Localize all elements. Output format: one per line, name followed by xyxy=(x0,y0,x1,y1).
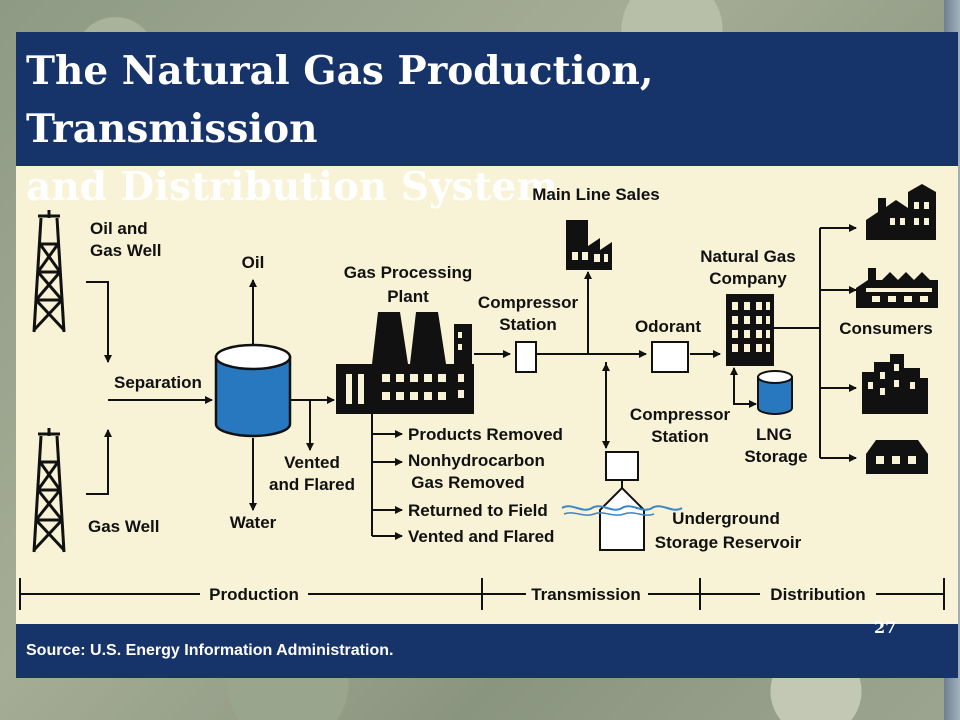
label-gas-processing-2: Plant xyxy=(387,287,429,306)
label-oil: Oil xyxy=(242,253,265,272)
stage-transmission: Transmission xyxy=(531,585,641,604)
label-main-line-sales: Main Line Sales xyxy=(532,185,660,204)
label-oil-gas-well-2: Gas Well xyxy=(90,241,162,260)
well-flow-lines xyxy=(86,281,213,495)
oil-derrick-icon xyxy=(32,210,66,333)
title-line-1: The Natural Gas Production, Transmission xyxy=(26,48,654,152)
label-water: Water xyxy=(230,513,277,532)
label-separation: Separation xyxy=(114,373,202,392)
label-compressor-2-1: Compressor xyxy=(630,405,731,424)
label-natural-gas-company-2: Company xyxy=(709,269,787,288)
label-underground-2: Storage Reservoir xyxy=(655,533,802,552)
underground-reservoir-icon xyxy=(561,486,683,551)
label-gas-processing-1: Gas Processing xyxy=(344,263,473,282)
tank-flow-lines xyxy=(249,279,335,511)
label-nonhydrocarbon-2: Gas Removed xyxy=(411,473,524,492)
lng-tank-icon xyxy=(757,370,793,415)
label-odorant: Odorant xyxy=(635,317,701,336)
label-consumers: Consumers xyxy=(839,319,933,338)
main-transmission-line xyxy=(474,271,721,449)
label-lng-storage-1: LNG xyxy=(756,425,792,444)
label-oil-gas-well-1: Oil and xyxy=(90,219,148,238)
label-compressor-1-2: Station xyxy=(499,315,557,334)
stage-distribution: Distribution xyxy=(770,585,865,604)
label-products-removed: Products Removed xyxy=(408,425,563,444)
gas-system-diagram: Oil and Gas Well Gas Well Separation Oil… xyxy=(19,184,945,610)
consumer-industrial-icon xyxy=(866,184,936,240)
stage-timeline xyxy=(19,578,945,610)
office-building-icon xyxy=(726,294,774,366)
label-vented-2: and Flared xyxy=(269,475,355,494)
plant-byproduct-lines xyxy=(371,414,403,540)
stage-production: Production xyxy=(209,585,299,604)
consumer-commercial-icon xyxy=(856,268,938,308)
compressor-station-box xyxy=(515,341,537,373)
label-natural-gas-company-1: Natural Gas xyxy=(700,247,795,266)
label-lng-storage-2: Storage xyxy=(744,447,807,466)
title-line-2: and Distribution System xyxy=(26,164,558,210)
slide: The Natural Gas Production, Transmission… xyxy=(16,32,958,678)
compressor-station-2-box xyxy=(605,451,639,481)
storage-tank-icon xyxy=(214,343,292,438)
page-number: 27 xyxy=(874,618,897,637)
label-vented-flared-2: Vented and Flared xyxy=(408,527,554,546)
consumer-building-icon xyxy=(862,354,928,414)
processing-plant-icon xyxy=(336,312,474,414)
factory-icon xyxy=(566,220,612,270)
label-underground-1: Underground xyxy=(672,509,780,528)
lng-lines xyxy=(730,367,757,408)
distribution-lines xyxy=(774,224,857,462)
page-title: The Natural Gas Production, Transmission… xyxy=(26,42,946,216)
odorant-box xyxy=(651,341,689,373)
title-banner: The Natural Gas Production, Transmission… xyxy=(16,32,958,210)
label-returned-to-field: Returned to Field xyxy=(408,501,548,520)
source-banner: Source: U.S. Energy Information Administ… xyxy=(16,618,958,678)
source-text: Source: U.S. Energy Information Administ… xyxy=(26,642,394,659)
label-compressor-2-2: Station xyxy=(651,427,709,446)
house-icon xyxy=(866,440,928,474)
label-compressor-1-1: Compressor xyxy=(478,293,579,312)
label-vented-1: Vented xyxy=(284,453,340,472)
label-nonhydrocarbon-1: Nonhydrocarbon xyxy=(408,451,545,470)
label-gas-well: Gas Well xyxy=(88,517,160,536)
gas-derrick-icon xyxy=(32,428,66,553)
